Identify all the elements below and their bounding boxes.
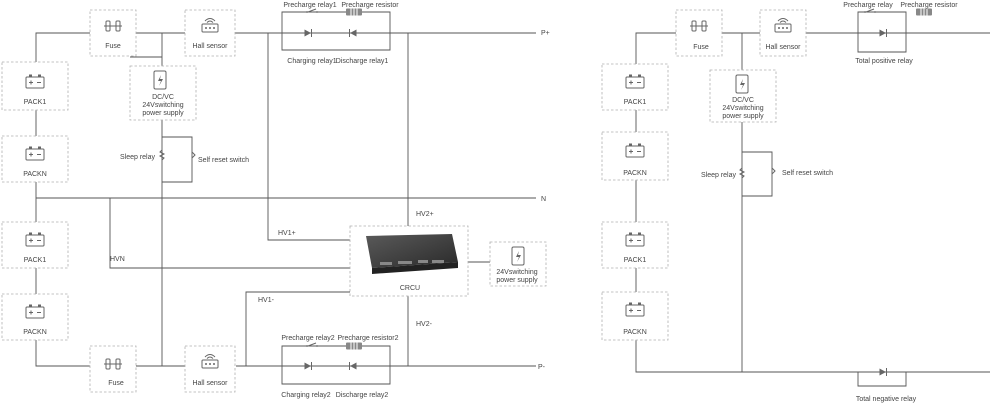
svg-text:Sleep relay: Sleep relay <box>120 154 156 161</box>
diode-icon <box>349 28 357 38</box>
right-total-negative: Total negative relay <box>856 367 917 403</box>
svg-text:Hall sensor: Hall sensor <box>765 44 801 51</box>
left-precharge-bottom: Precharge relay2 Precharge resistor2 Cha… <box>281 335 398 399</box>
svg-text:24Vswitching: 24Vswitching <box>496 269 537 276</box>
svg-text:Discharge relay1: Discharge relay1 <box>336 58 389 65</box>
diode-icon <box>349 361 357 371</box>
svg-text:Total positive relay: Total positive relay <box>855 58 913 65</box>
svg-text:Precharge relay2: Precharge relay2 <box>281 335 334 342</box>
right-fuse: Fuse <box>675 9 723 57</box>
left-psu-box: DC/VC 24Vswitching power supply <box>129 65 197 121</box>
hv2-plus-label: HV2+ <box>416 211 434 218</box>
left-fuse-top: Fuse <box>89 9 137 57</box>
svg-text:Total negative relay: Total negative relay <box>856 396 917 403</box>
svg-text:Hall sensor: Hall sensor <box>192 380 228 387</box>
svg-text:Precharge resistor2: Precharge resistor2 <box>337 335 398 342</box>
left-fuse-bottom: Fuse <box>89 345 137 393</box>
right-sleep-relay: Sleep relay Self reset switch <box>701 167 833 179</box>
svg-text:24Vswitching: 24Vswitching <box>722 105 763 112</box>
left-wires <box>35 11 536 385</box>
switch-icon <box>191 151 196 159</box>
svg-text:PACK1: PACK1 <box>624 99 647 106</box>
right-wires <box>635 11 990 387</box>
svg-text:24Vswitching: 24Vswitching <box>142 102 183 109</box>
left-packn-a: PACKN <box>1 135 69 183</box>
right-packn-a: PACKN <box>601 131 669 181</box>
svg-text:Precharge resistor: Precharge resistor <box>341 2 399 9</box>
hv2-minus-label: HV2- <box>416 321 433 328</box>
svg-text:power supply: power supply <box>722 113 764 120</box>
right-pack1-a: PACK1 <box>601 63 669 111</box>
left-hall-bottom: Hall sensor <box>184 345 236 393</box>
p-plus-label: P+ <box>541 30 550 37</box>
svg-text:Hall sensor: Hall sensor <box>192 43 228 50</box>
svg-text:Precharge relay1: Precharge relay1 <box>283 2 336 9</box>
svg-text:Self reset switch: Self reset switch <box>198 157 249 164</box>
right-hall: Hall sensor <box>759 9 807 57</box>
svg-text:Sleep relay: Sleep relay <box>701 172 737 179</box>
svg-text:Fuse: Fuse <box>693 44 709 51</box>
switch-icon <box>771 167 776 175</box>
resistor-icon <box>345 8 363 16</box>
svg-text:PACK1: PACK1 <box>624 257 647 264</box>
svg-text:Charging relay2: Charging relay2 <box>281 392 331 399</box>
right-packn-b: PACKN <box>601 291 669 341</box>
left-psu2-box: 24Vswitching power supply <box>489 241 547 287</box>
diode-icon <box>304 361 312 371</box>
n-label: N <box>541 196 546 203</box>
svg-text:PACKN: PACKN <box>623 170 647 177</box>
left-precharge-top: Precharge relay1 Precharge resistor Char… <box>283 2 399 65</box>
left-pack1-b: PACK1 <box>1 221 69 269</box>
left-pack1-a: PACK1 <box>1 61 69 111</box>
svg-text:power supply: power supply <box>142 110 184 117</box>
right-pack1-b: PACK1 <box>601 221 669 269</box>
svg-text:Precharge resistor: Precharge resistor <box>900 2 958 9</box>
svg-text:PACK1: PACK1 <box>24 257 47 264</box>
svg-text:power supply: power supply <box>496 277 538 284</box>
left-hall-top: Hall sensor <box>184 9 236 57</box>
resistor-icon <box>345 342 363 350</box>
svg-text:PACK1: PACK1 <box>24 99 47 106</box>
hvn-label: HVN <box>110 256 125 263</box>
svg-text:Fuse: Fuse <box>108 380 124 387</box>
controller-icon <box>366 234 458 274</box>
hv1-plus-label: HV1+ <box>278 230 296 237</box>
p-minus-label: P- <box>538 364 546 371</box>
svg-text:PACKN: PACKN <box>23 171 47 178</box>
relay-icon <box>738 167 746 179</box>
left-sleep-relay: Sleep relay Self reset switch <box>120 149 249 164</box>
crcu-box: CRCU <box>349 225 469 297</box>
diode-icon <box>304 28 312 38</box>
right-psu-box: DC/VC 24Vswitching power supply <box>709 69 777 123</box>
svg-text:Fuse: Fuse <box>105 43 121 50</box>
svg-text:Discharge relay2: Discharge relay2 <box>336 392 389 399</box>
left-packn-b: PACKN <box>1 293 69 341</box>
svg-text:DC/VC: DC/VC <box>732 97 754 104</box>
svg-text:PACKN: PACKN <box>23 329 47 336</box>
svg-text:Precharge relay: Precharge relay <box>843 2 893 9</box>
hv1-minus-label: HV1- <box>258 297 275 304</box>
svg-text:Charging relay1: Charging relay1 <box>287 58 337 65</box>
svg-text:CRCU: CRCU <box>400 285 420 292</box>
resistor-icon <box>915 8 933 16</box>
relay-icon <box>158 149 166 161</box>
diode-icon <box>879 28 887 38</box>
right-precharge: Precharge relay Precharge resistor Total… <box>843 2 958 65</box>
svg-text:DC/VC: DC/VC <box>152 94 174 101</box>
svg-text:Self reset switch: Self reset switch <box>782 170 833 177</box>
diode-icon <box>879 367 887 377</box>
svg-text:PACKN: PACKN <box>623 329 647 336</box>
